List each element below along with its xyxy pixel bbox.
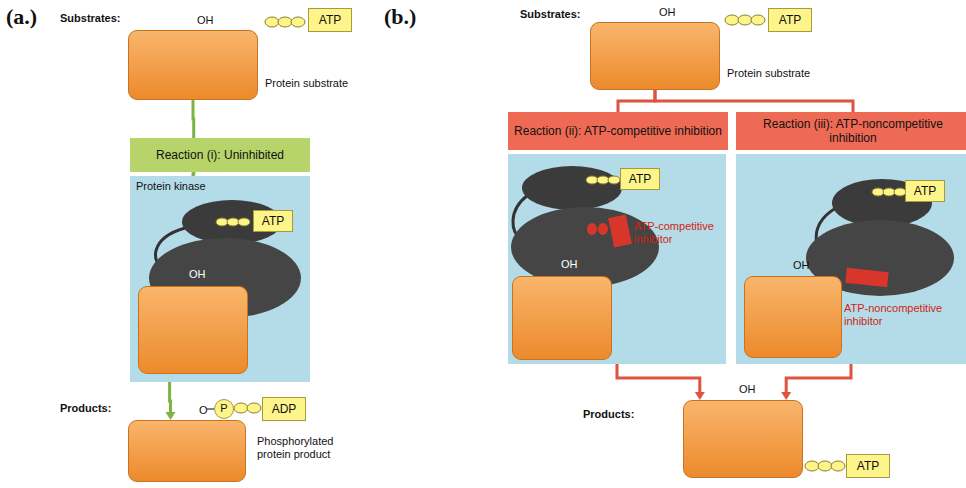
substrate-box: OHProtein substrate: [590, 22, 720, 90]
atp-tag: ATP: [253, 210, 293, 232]
atp-tag: ATP: [620, 168, 660, 190]
row-heading: Substrates:: [60, 12, 121, 25]
node-text: ATP-noncompetitive inhibitor: [844, 302, 962, 328]
node-text: ATP: [319, 13, 341, 27]
node-text: OH: [561, 258, 578, 271]
node-text: Protein substrate: [727, 67, 810, 80]
connector: [655, 90, 853, 112]
row-heading: Substrates:: [520, 8, 581, 21]
node-text: Reaction (iii): ATP-noncompetitive inhib…: [740, 117, 966, 146]
panel-letter: (a.): [6, 4, 37, 30]
inhibition-panel: ATP-noncompetitive inhibitor ATP OH: [736, 154, 966, 364]
node-text: O: [199, 404, 208, 417]
reaction-band: Reaction (i): Uninhibited: [130, 138, 310, 172]
node-text: ATP: [914, 184, 936, 198]
noncompetitive-inhibitor: [845, 268, 888, 287]
node-text: Protein kinase: [136, 180, 206, 193]
atp-tag: ATP: [905, 180, 945, 202]
connector: [193, 100, 195, 138]
atp-tag: ATP: [846, 454, 890, 478]
competitive-inhibitor: [587, 214, 632, 247]
atp-tag: ATP: [308, 8, 352, 32]
phosphate-bond: [207, 408, 214, 409]
connector: [781, 364, 851, 400]
node-text: P: [220, 402, 227, 415]
node-text: ATP: [857, 459, 879, 473]
substrate-box: OH: [138, 286, 248, 374]
node-text: OH: [659, 6, 676, 19]
adp-tag: ADP: [262, 397, 306, 421]
substrate-box: OH: [744, 276, 842, 358]
node-text: ATP-competitive inhibitor: [634, 220, 722, 246]
node-text: Reaction (ii): ATP-competitive inhibitio…: [514, 124, 722, 138]
phosphate-circle: P: [214, 399, 234, 419]
connector: [618, 90, 655, 112]
node-text: OH: [739, 383, 756, 396]
product-box: OPhosphorylated protein product: [128, 420, 246, 482]
atp-phosphate-chain: [872, 188, 906, 196]
substrate-box: OHProtein substrate: [128, 30, 258, 100]
product-box: OH: [683, 400, 803, 478]
substrate-box: OH: [512, 276, 612, 360]
node-text: Phosphorylated protein product: [257, 435, 369, 461]
node-text: OH: [189, 268, 206, 281]
node-text: ADP: [272, 402, 297, 416]
node-text: ATP: [262, 214, 284, 228]
row-heading: Products:: [583, 408, 634, 421]
inhibition-panel: ATP-competitive inhibitor ATP OH: [508, 154, 726, 364]
node-text: OH: [793, 259, 810, 272]
node-text: Protein substrate: [265, 77, 348, 90]
node-text: ATP: [629, 172, 651, 186]
node-text: ATP: [779, 13, 801, 27]
reaction-band: Reaction (iii): ATP-noncompetitive inhib…: [736, 112, 966, 150]
connector: [165, 382, 175, 420]
kinase-panel: Protein kinaseATP OH: [130, 176, 310, 382]
reaction-band: Reaction (ii): ATP-competitive inhibitio…: [508, 112, 728, 150]
atp-tag: ATP: [768, 8, 812, 32]
panel-letter: (b.): [384, 4, 416, 30]
atp-phosphate-chain: [586, 176, 620, 184]
row-heading: Products:: [60, 402, 111, 415]
connector: [617, 364, 705, 400]
node-text: Reaction (i): Uninhibited: [156, 148, 284, 162]
node-text: OH: [197, 14, 214, 27]
atp-phosphate-chain: [216, 218, 250, 226]
